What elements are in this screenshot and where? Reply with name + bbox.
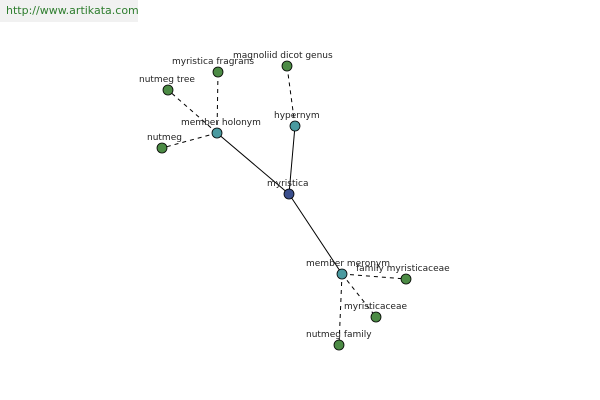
- edge-myristica-to-hypernym: [288, 125, 296, 195]
- node-hypernym[interactable]: [289, 120, 301, 132]
- edge-member-holonym-to-myristica-fragrans: [216, 71, 219, 134]
- node-member-meronym[interactable]: [336, 268, 348, 280]
- node-label-nutmeg-tree[interactable]: nutmeg tree: [139, 75, 195, 85]
- node-member-holonym[interactable]: [211, 127, 223, 139]
- watermark-banner: http://www.artikata.com: [0, 0, 139, 22]
- node-nutmeg-family[interactable]: [333, 339, 345, 351]
- node-label-nutmeg[interactable]: nutmeg: [147, 133, 182, 143]
- node-myristica-fragrans[interactable]: [212, 66, 224, 78]
- edge-member-meronym-to-family-myristicaceae: [341, 273, 407, 280]
- edge-myristica-to-member-holonym: [216, 132, 290, 195]
- edge-member-meronym-to-nutmeg-family: [338, 273, 343, 346]
- node-label-member-holonym[interactable]: member holonym: [181, 118, 261, 128]
- node-label-nutmeg-family[interactable]: nutmeg family: [306, 330, 372, 340]
- node-nutmeg[interactable]: [156, 142, 168, 154]
- node-label-member-meronym[interactable]: member meronym: [306, 259, 390, 269]
- node-label-myristica-fragrans[interactable]: myristica fragrans: [172, 57, 254, 67]
- edges-layer: [161, 65, 407, 346]
- labels-layer: myristica hypernym member holonym member me…: [139, 51, 450, 340]
- nodes-layer: [156, 60, 412, 351]
- edge-myristica-to-member-meronym: [288, 193, 343, 275]
- node-label-hypernym[interactable]: hypernym: [274, 111, 320, 121]
- node-label-family-myristicaceae[interactable]: family myristicaceae: [356, 264, 450, 274]
- edge-member-holonym-to-nutmeg: [161, 132, 218, 149]
- node-magnoliid-dicot-genus[interactable]: [281, 60, 293, 72]
- node-family-myristicaceae[interactable]: [400, 273, 412, 285]
- watermark-url[interactable]: http://www.artikata.com: [6, 4, 139, 17]
- edge-hypernym-to-magnoliid-dicot-genus: [286, 65, 296, 127]
- node-label-myristicaceae[interactable]: myristicaceae: [344, 302, 407, 312]
- node-label-magnoliid-dicot-genus[interactable]: magnoliid dicot genus: [233, 51, 333, 61]
- edge-member-meronym-to-myristicaceae: [341, 273, 377, 318]
- node-nutmeg-tree[interactable]: [162, 84, 174, 96]
- node-myristicaceae[interactable]: [370, 311, 382, 323]
- node-label-myristica[interactable]: myristica: [267, 179, 308, 189]
- edge-member-holonym-to-nutmeg-tree: [167, 89, 218, 134]
- node-myristica[interactable]: [283, 188, 295, 200]
